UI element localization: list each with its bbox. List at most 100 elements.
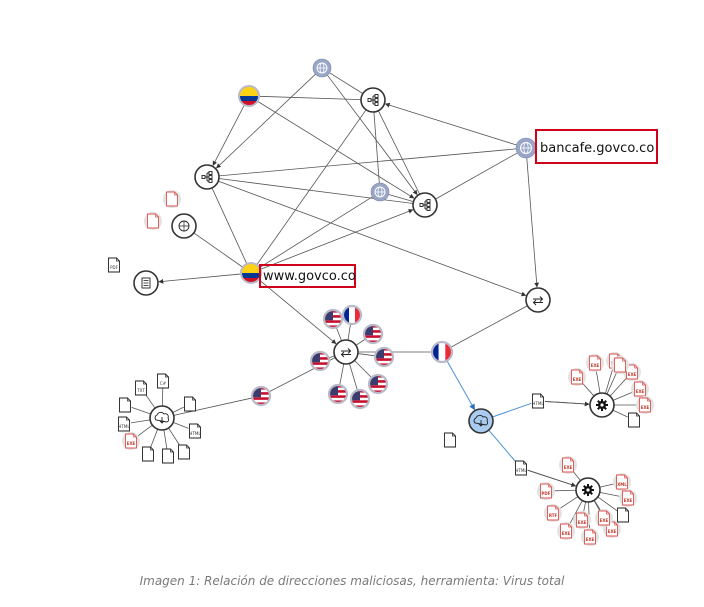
node-redir2[interactable] — [525, 287, 551, 313]
file-node[interactable]: PDF — [537, 482, 555, 500]
file-tag-label: EXE — [591, 363, 600, 368]
file-tag-label: HTML — [532, 401, 544, 406]
node-g_top[interactable] — [312, 58, 332, 78]
node-bancafe[interactable] — [515, 137, 537, 159]
node-us2[interactable] — [362, 323, 384, 345]
file-node[interactable]: EXE — [568, 368, 586, 386]
edge-us1-redir1 — [335, 327, 342, 341]
file-icon: EXE — [568, 368, 586, 386]
file-node[interactable] — [617, 507, 629, 523]
file-node[interactable]: HTML — [532, 393, 544, 409]
node-id1[interactable] — [171, 213, 197, 239]
file-node[interactable]: HTML — [515, 460, 527, 476]
file-node[interactable]: HTML — [189, 423, 201, 439]
node-us3[interactable] — [309, 350, 331, 372]
node-docP[interactable] — [133, 270, 159, 296]
edge-gearB-gb6 — [597, 496, 618, 512]
file-node[interactable] — [163, 190, 181, 208]
file-node[interactable]: HTML — [118, 416, 130, 432]
file-icon: PDF — [108, 257, 120, 273]
edge-dl1-lf0 — [131, 406, 151, 415]
edge-govco-redir1 — [258, 279, 337, 344]
file-node[interactable]: EXE — [122, 432, 140, 450]
file-tag-label: EXE — [641, 405, 650, 410]
file-node[interactable] — [444, 432, 456, 448]
node-hub2[interactable] — [412, 192, 438, 218]
node-dl1[interactable] — [149, 405, 175, 431]
node-hubL[interactable] — [194, 164, 220, 190]
us-flag-icon — [322, 308, 344, 330]
file-node[interactable]: EXE — [636, 396, 654, 414]
file-icon: C# — [157, 373, 169, 389]
node-fr1[interactable] — [341, 304, 363, 326]
node-us7[interactable] — [367, 373, 389, 395]
file-node[interactable]: XML — [613, 473, 631, 491]
node-redir1[interactable] — [333, 339, 359, 365]
node-g_mid[interactable] — [370, 182, 390, 202]
file-node[interactable]: PDF — [108, 257, 120, 273]
edge-dl1-lf7 — [150, 429, 159, 448]
edge-us5-redir1 — [339, 363, 345, 386]
file-icon — [184, 396, 196, 412]
file-tag-label: EXE — [573, 377, 582, 382]
edge-hub1-govco — [256, 109, 367, 266]
file-tag-label: EXE — [628, 372, 637, 377]
node-govco[interactable] — [240, 262, 262, 284]
file-node[interactable]: EXE — [559, 456, 577, 474]
file-node[interactable]: TXT — [135, 380, 147, 396]
fingerprint-icon — [171, 213, 197, 239]
file-node[interactable] — [178, 444, 190, 460]
file-node[interactable]: EXE — [619, 489, 637, 507]
edge-gearA-ga1 — [595, 369, 601, 394]
file-node[interactable]: EXE — [631, 380, 649, 398]
bancafe-domain-label[interactable]: bancafe.govco.co — [540, 141, 654, 156]
france-flag-icon — [341, 304, 363, 326]
file-node[interactable] — [144, 212, 162, 230]
edge-g_top-hub2 — [327, 74, 418, 195]
file-tag-label: EXE — [600, 518, 609, 523]
file-node[interactable] — [142, 446, 154, 462]
node-hub1[interactable] — [360, 87, 386, 113]
file-node[interactable] — [611, 356, 629, 374]
us-flag-icon — [309, 350, 331, 372]
file-node[interactable]: EXE — [573, 511, 591, 529]
file-icon: HTML — [515, 460, 527, 476]
edge-redir2-frC — [450, 305, 528, 348]
globe-icon — [515, 137, 537, 159]
file-node[interactable]: C# — [157, 373, 169, 389]
file-node[interactable] — [184, 396, 196, 412]
file-tag-label: EXE — [624, 498, 633, 503]
node-co1[interactable] — [238, 85, 260, 107]
file-node[interactable]: EXE — [595, 509, 613, 527]
file-icon: EXE — [581, 528, 599, 546]
edge-hub1-hub2 — [377, 110, 421, 195]
node-dl2[interactable] — [468, 408, 494, 434]
file-icon — [611, 356, 629, 374]
node-gearB[interactable] — [575, 477, 601, 503]
file-node[interactable] — [162, 448, 174, 464]
file-node[interactable]: EXE — [586, 354, 604, 372]
node-us4[interactable] — [373, 346, 395, 368]
edge-htmlA-gearA — [544, 401, 590, 407]
file-node[interactable]: RTF — [544, 504, 562, 522]
colombia-flag-icon — [240, 262, 262, 284]
node-us5[interactable] — [327, 383, 349, 405]
node-us6[interactable] — [349, 388, 371, 410]
file-node[interactable]: EXE — [557, 522, 575, 540]
file-node[interactable]: EXE — [581, 528, 599, 546]
govco-domain-label[interactable]: www.govco.co — [263, 269, 356, 284]
file-icon: PDF — [537, 482, 555, 500]
file-node[interactable] — [119, 397, 131, 413]
network-hub-icon — [412, 192, 438, 218]
edges-layer — [130, 72, 638, 531]
edge-dl1-lf5 — [173, 422, 189, 429]
file-icon: XML — [613, 473, 631, 491]
file-icon — [163, 190, 181, 208]
node-usL[interactable] — [250, 385, 272, 407]
node-us1[interactable] — [322, 308, 344, 330]
file-node[interactable] — [628, 412, 640, 428]
file-tag-label: TXT — [136, 388, 145, 393]
node-gearA[interactable] — [589, 392, 615, 418]
node-frC[interactable] — [430, 340, 454, 364]
